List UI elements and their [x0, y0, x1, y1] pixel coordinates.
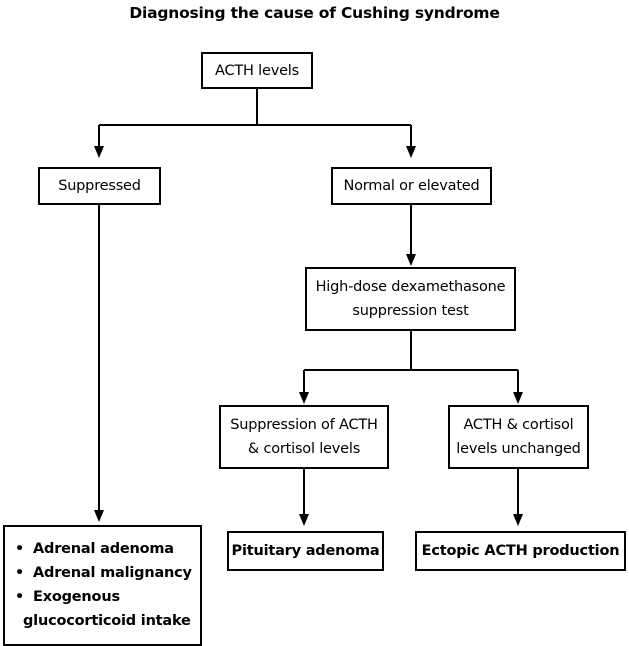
node-adrenal-outcomes: • Adrenal adenoma • Adrenal malignancy •… — [3, 525, 202, 646]
list-item: • Adrenal adenoma — [13, 537, 194, 561]
node-high-dose-test-line-1: High-dose dexamethasone — [315, 279, 506, 295]
node-suppression-of-acth: Suppression of ACTH & cortisol levels — [219, 405, 389, 469]
adrenal-outcomes-list: • Adrenal adenoma • Adrenal malignancy •… — [13, 537, 194, 633]
list-item: • Adrenal malignancy — [13, 561, 194, 585]
arrowhead-high-dose-test — [406, 254, 416, 266]
node-pituitary-adenoma: Pituitary adenoma — [227, 531, 384, 571]
node-acth-levels: ACTH levels — [201, 52, 313, 89]
arrowhead-pituitary — [299, 514, 309, 526]
outcome-adrenal-adenoma: Adrenal adenoma — [33, 541, 174, 557]
list-item: • Exogenous — [13, 585, 194, 609]
bullet-glyph: • — [15, 565, 25, 581]
bullet-glyph: • — [15, 541, 25, 557]
node-suppressed: Suppressed — [38, 167, 161, 205]
node-acth-levels-label: ACTH levels — [215, 62, 299, 79]
bullet-glyph: • — [15, 589, 25, 605]
node-ectopic-acth-label: Ectopic ACTH production — [421, 543, 620, 559]
node-normal-or-elevated-label: Normal or elevated — [343, 178, 480, 194]
arrowhead-suppression — [299, 392, 309, 404]
arrowhead-ectopic — [513, 514, 523, 526]
diagram-title: Diagnosing the cause of Cushing syndrome — [129, 4, 500, 22]
outcome-exogenous: Exogenous — [33, 589, 120, 605]
node-normal-or-elevated: Normal or elevated — [331, 167, 492, 205]
node-high-dose-test-line-2: suppression test — [352, 303, 469, 319]
node-suppression-line-1: Suppression of ACTH — [230, 417, 378, 433]
node-suppressed-label: Suppressed — [58, 178, 141, 194]
node-suppression-line-2: & cortisol levels — [247, 441, 361, 457]
node-ectopic-acth: Ectopic ACTH production — [415, 531, 626, 571]
node-high-dose-test: High-dose dexamethasone suppression test — [305, 267, 516, 331]
arrowhead-suppressed — [94, 146, 104, 158]
list-item-continuation: glucocorticoid intake — [13, 609, 194, 633]
arrowhead-unchanged — [513, 392, 523, 404]
node-unchanged-line-1: ACTH & cortisol — [463, 417, 574, 433]
node-acth-unchanged: ACTH & cortisol levels unchanged — [448, 405, 589, 469]
outcome-glucocorticoid-intake: glucocorticoid intake — [23, 613, 191, 629]
arrowhead-adrenal-outcomes — [94, 510, 104, 522]
node-pituitary-adenoma-label: Pituitary adenoma — [231, 543, 380, 559]
node-unchanged-line-2: levels unchanged — [456, 441, 581, 457]
arrowhead-normal — [406, 146, 416, 158]
outcome-adrenal-malignancy: Adrenal malignancy — [33, 565, 192, 581]
